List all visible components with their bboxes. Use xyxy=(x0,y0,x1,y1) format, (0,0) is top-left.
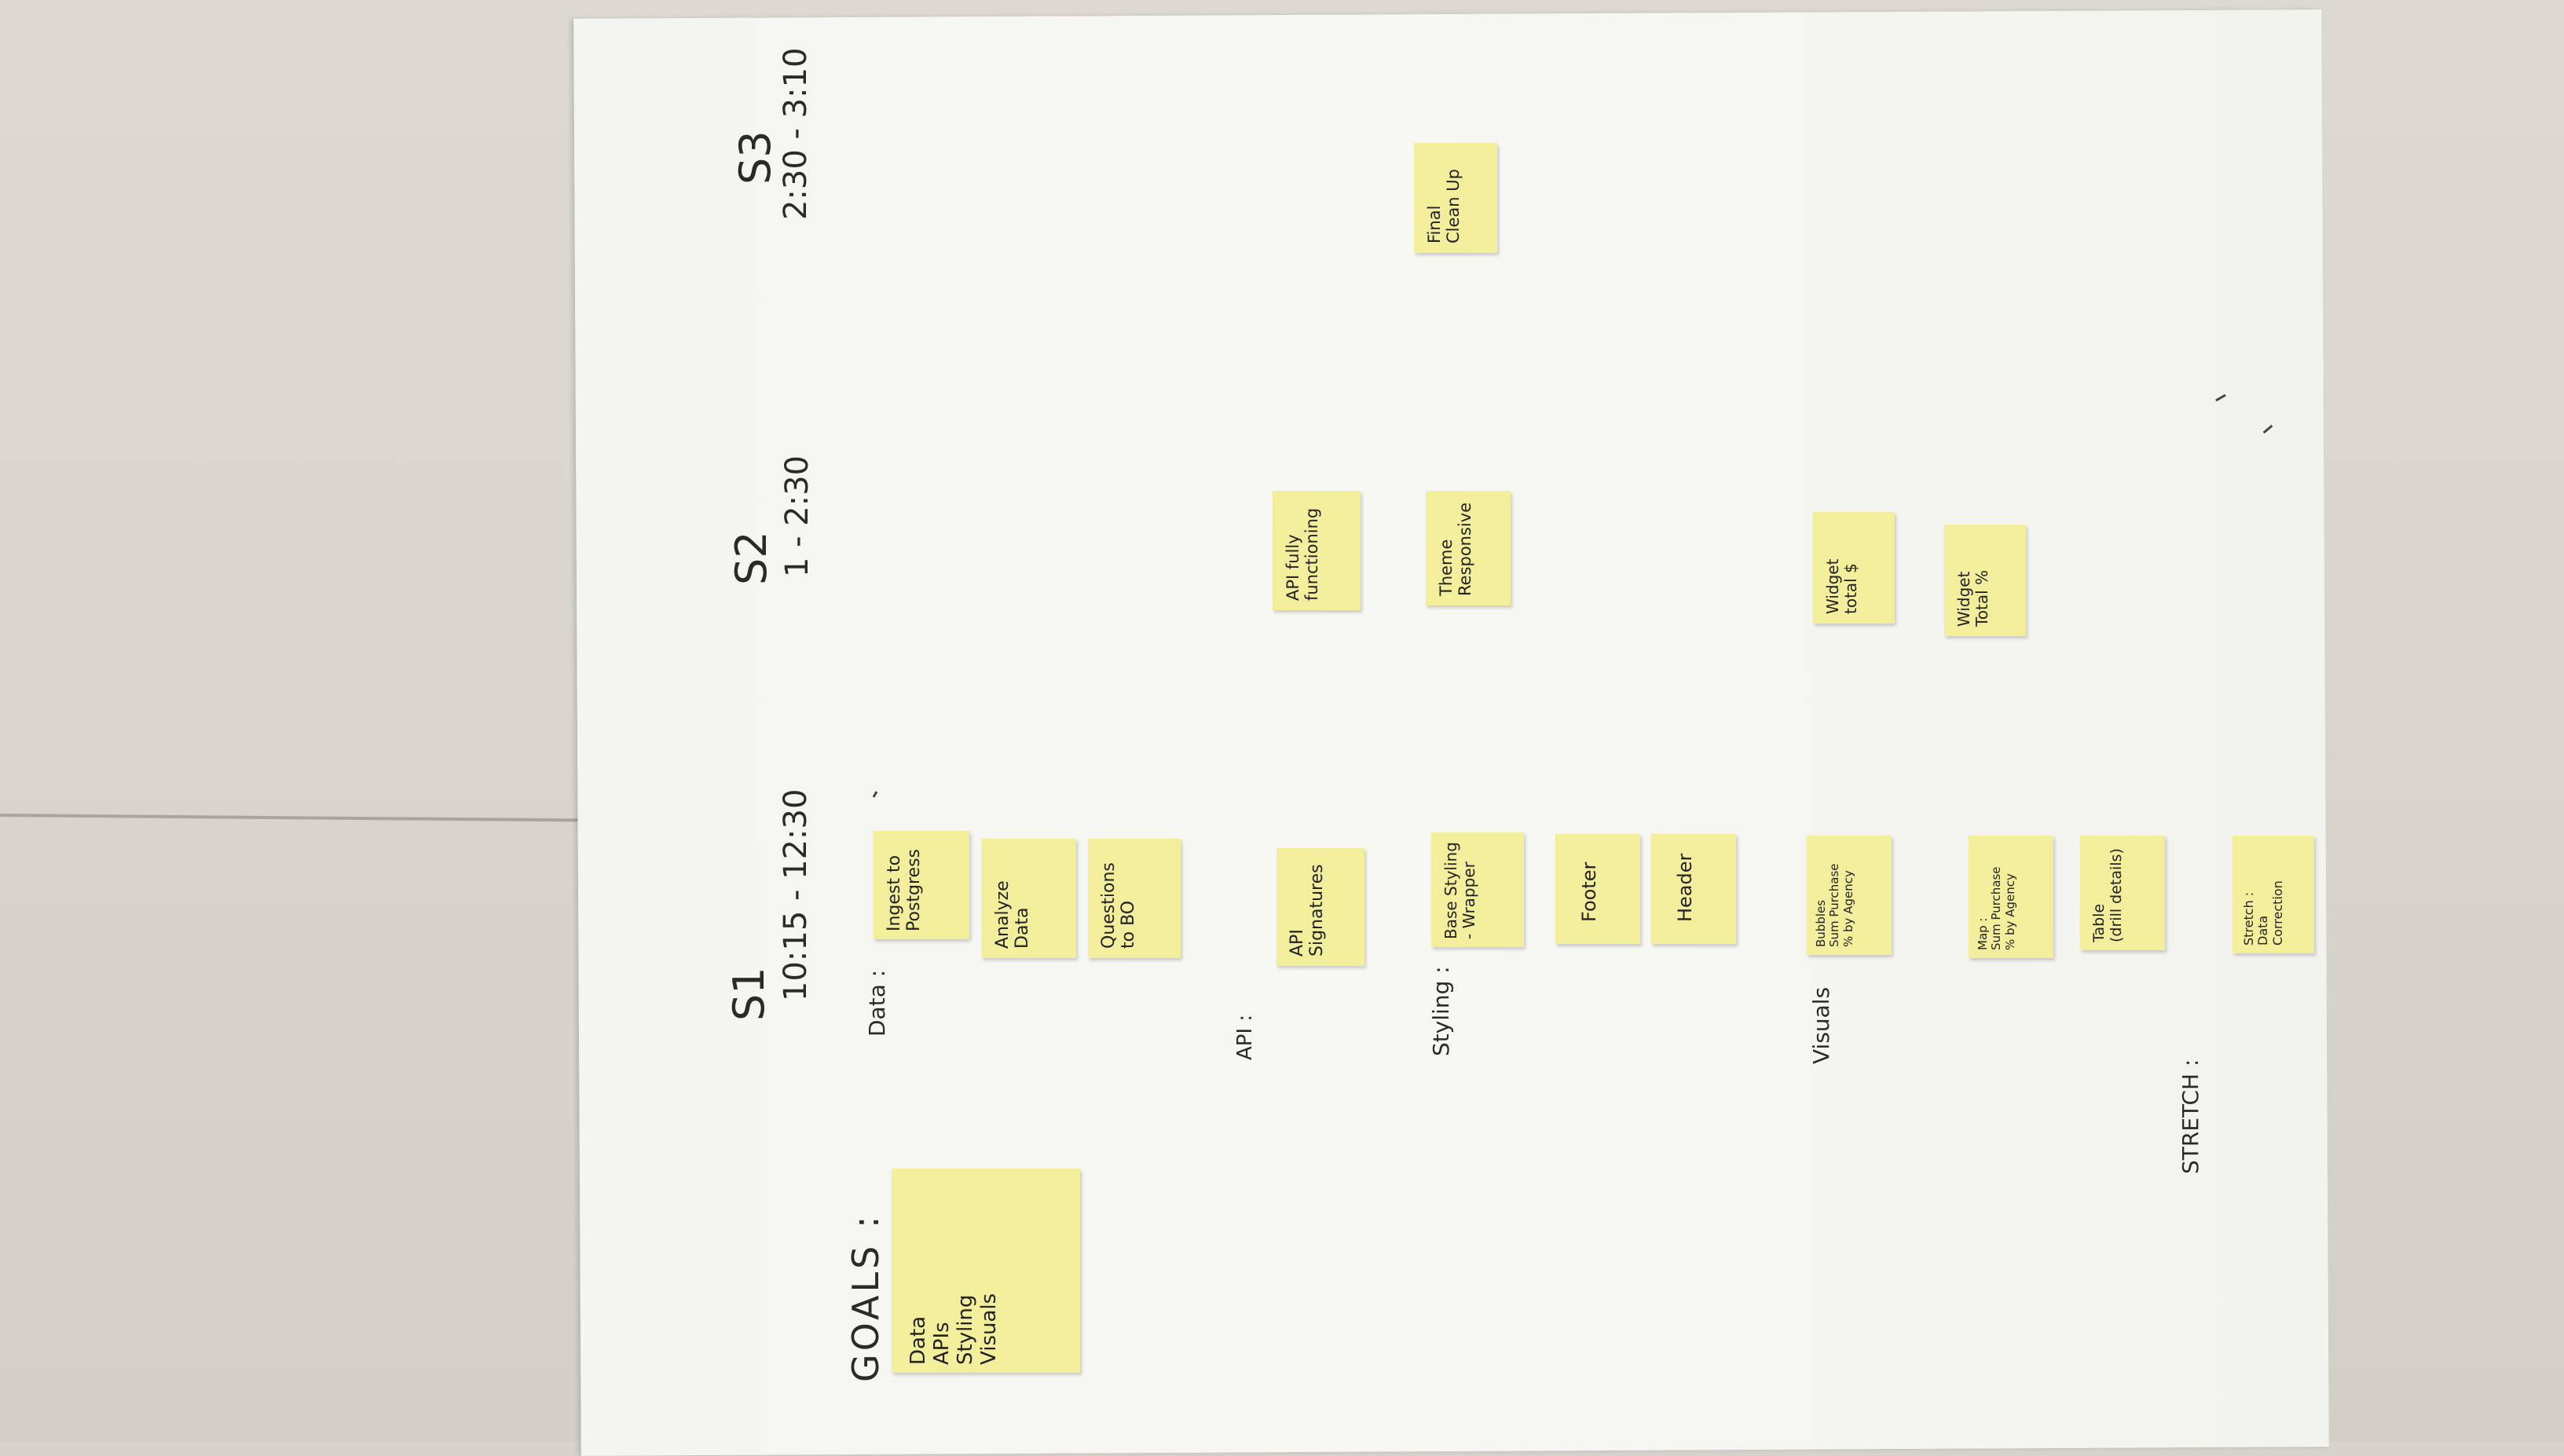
session-s1-time: 10:15 - 12:30 xyxy=(778,788,814,1001)
row-label-api: API : xyxy=(1233,1014,1257,1060)
note-header: Header xyxy=(1651,834,1736,944)
note-analyze-data: Analyze Data xyxy=(982,839,1076,958)
note-questions-bo: Questions to BO xyxy=(1088,839,1181,958)
note-api-signatures: API Signatures xyxy=(1277,848,1364,966)
note-map: Map : Sum Purchase % by Agency xyxy=(1969,836,2053,958)
pen-mark xyxy=(872,791,878,798)
note-final-clean-up: Final Clean Up xyxy=(1414,143,1497,253)
note-footer: Footer xyxy=(1555,834,1640,944)
session-s1-name: S1 xyxy=(724,967,774,1021)
row-label-visuals: Visuals xyxy=(1808,986,1834,1064)
note-widget-total-dollar: Widget total $ xyxy=(1813,512,1895,624)
goals-note-text: Data APIs Styling Visuals xyxy=(907,1293,1001,1365)
note-base-styling: Base Styling - Wrapper xyxy=(1431,832,1524,947)
goals-note: Data APIs Styling Visuals xyxy=(892,1169,1080,1373)
note-widget-total-pct: Widget Total % xyxy=(1944,525,2026,636)
note-stretch-data-correction: Stretch : Data Correction xyxy=(2233,836,2314,953)
pen-mark xyxy=(2262,424,2273,434)
note-bubbles: Bubbles Sum Purchase % by Agency xyxy=(1807,836,1892,955)
row-label-data: Data : xyxy=(864,969,890,1037)
session-s2-name: S2 xyxy=(727,531,776,585)
goals-heading: GOALS : xyxy=(844,1213,887,1382)
row-label-styling: Styling : xyxy=(1428,966,1454,1056)
row-label-stretch: STRETCH : xyxy=(2178,1059,2203,1174)
session-s3-name: S3 xyxy=(731,130,780,185)
note-table: Table (drill details) xyxy=(2080,836,2165,950)
note-ingest-postgress: Ingest to Postgress xyxy=(874,831,969,939)
note-api-fully-functioning: API fully functioning xyxy=(1273,491,1361,610)
pen-mark xyxy=(2215,393,2226,402)
session-s2-time: 1 - 2:30 xyxy=(779,455,815,577)
session-s3-time: 2:30 - 3:10 xyxy=(778,47,814,220)
note-theme-responsive: Theme Responsive xyxy=(1426,491,1511,605)
